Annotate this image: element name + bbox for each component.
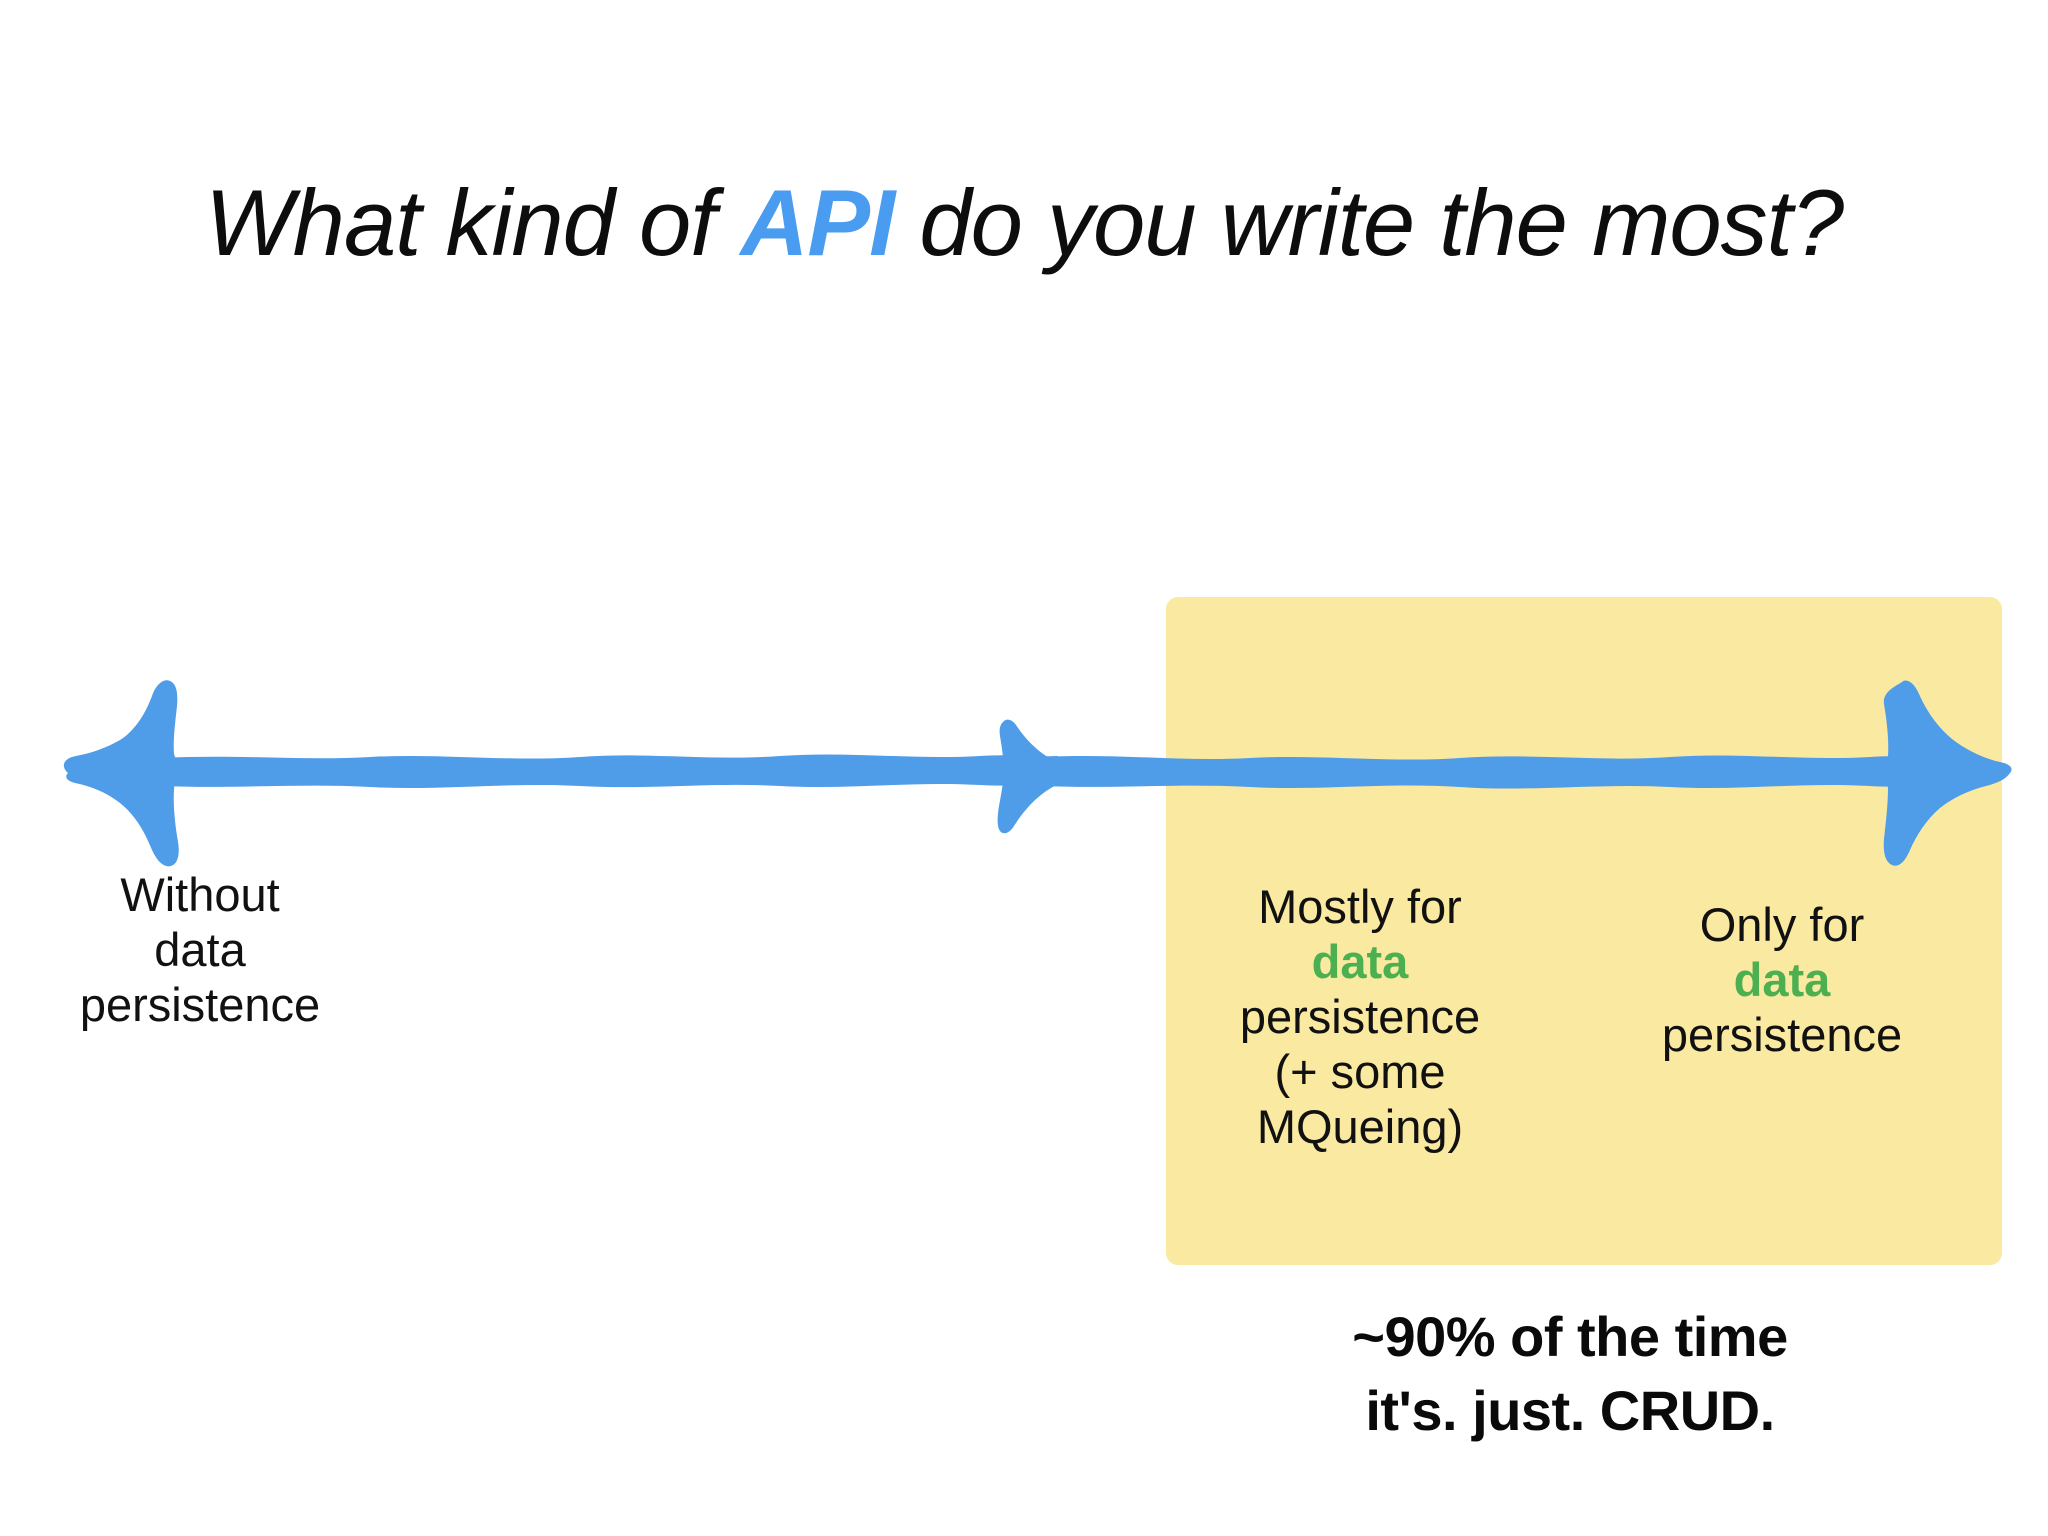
highlight-region	[1166, 597, 2002, 1265]
page-title: What kind of API do you write the most?	[0, 172, 2048, 274]
axis-label-right-highlight: data	[1733, 952, 1831, 1006]
arrow-shaft-right	[1040, 755, 1932, 789]
title-prefix: What kind of	[204, 170, 741, 275]
axis-label-right-pre: Only for	[1699, 898, 1865, 951]
arrow-head-left-icon	[63, 680, 179, 867]
axis-label-mid-pre: Mostly for	[1258, 880, 1462, 933]
axis-label-right-post: persistence	[1661, 1007, 1903, 1061]
axis-label-mid-highlight: data	[1311, 934, 1409, 988]
arrow-shaft	[160, 754, 1058, 789]
arrow-head-right-icon	[1883, 680, 2012, 866]
title-accent-api: API	[740, 170, 896, 275]
punchline-text: ~90% of the time it's. just. CRUD.	[1352, 1305, 1788, 1443]
arrow-head-middle-icon	[997, 719, 1076, 834]
axis-label-left-text: Without data persistence	[79, 868, 321, 1031]
axis-label-mid-post: persistence (+ some MQueing)	[1239, 989, 1481, 1153]
spectrum-arrow	[63, 680, 2012, 867]
axis-label-without-data-persistence: Without data persistence	[0, 868, 400, 1033]
title-suffix: do you write the most?	[894, 170, 1844, 275]
